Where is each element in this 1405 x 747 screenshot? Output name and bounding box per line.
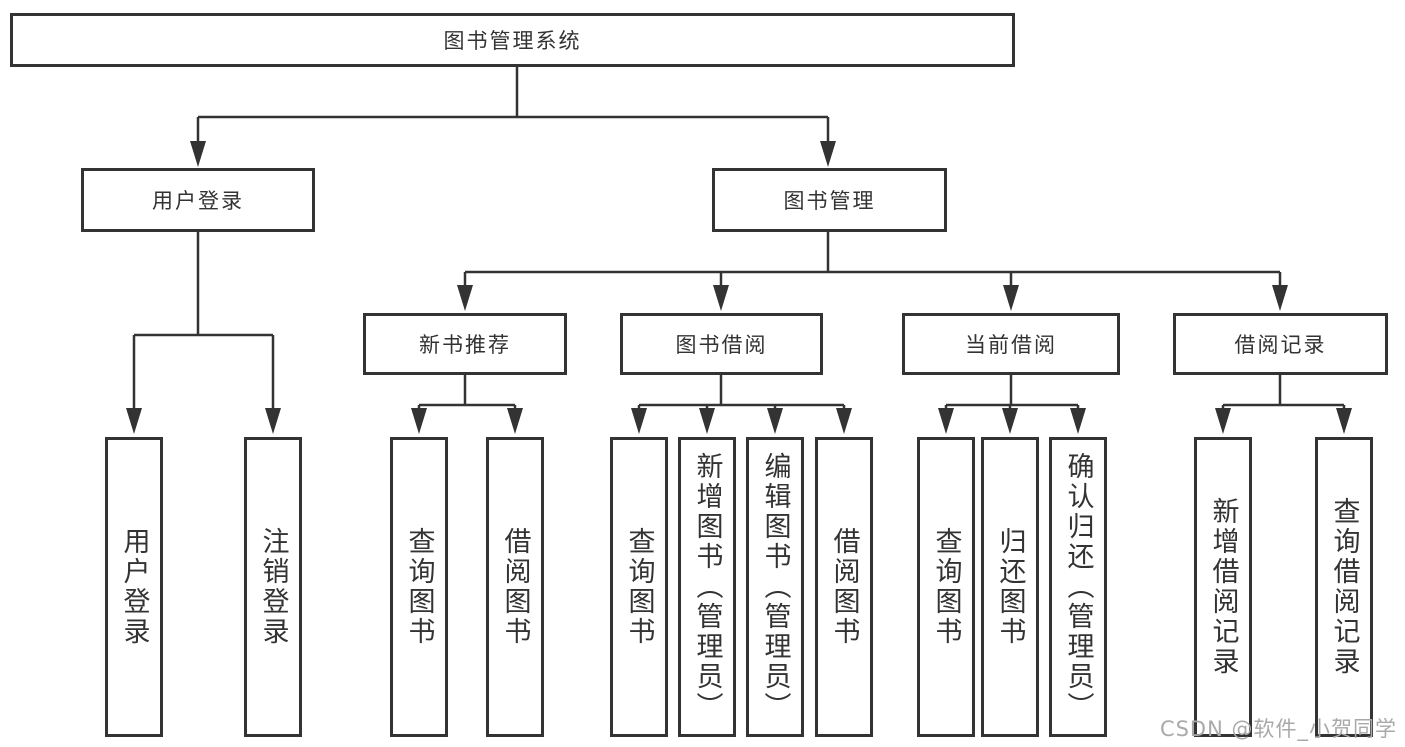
arrowhead	[1215, 408, 1231, 434]
connector-new-book-recommend	[417, 375, 517, 428]
arrowhead	[631, 408, 647, 434]
arrowhead	[938, 408, 954, 434]
arrowhead	[820, 141, 836, 167]
arrowhead	[1070, 408, 1086, 434]
connector-borrow-records	[1221, 375, 1346, 428]
arrowhead	[1272, 285, 1288, 311]
node-leaf-user-login: 用户登录	[105, 437, 163, 737]
arrowhead	[836, 408, 852, 434]
connector-user-login	[132, 232, 275, 428]
arrowhead	[411, 408, 427, 434]
node-leaf-return-books: 归还图书	[981, 437, 1039, 737]
node-system-root: 图书管理系统	[10, 13, 1015, 67]
node-borrow-records: 借阅记录	[1173, 313, 1388, 375]
arrowhead	[265, 408, 281, 434]
connector-book-management	[463, 232, 1282, 306]
arrowhead	[1003, 285, 1019, 311]
node-leaf-query-borrow-record: 查询借阅记录	[1315, 437, 1373, 737]
node-leaf-borrow-books: 借阅图书	[486, 437, 544, 737]
connector-book-borrowing	[637, 375, 846, 428]
node-leaf-add-book-admin: 新增图书（管理员）	[678, 437, 736, 737]
connector-current-borrowing	[944, 375, 1080, 428]
node-book-borrowing: 图书借阅	[620, 313, 823, 375]
node-current-borrowing: 当前借阅	[902, 313, 1120, 375]
node-leaf-query-books: 查询图书	[917, 437, 975, 737]
node-leaf-confirm-return-admin: 确认归还（管理员）	[1049, 437, 1107, 737]
arrowhead	[507, 408, 523, 434]
arrowhead	[126, 408, 142, 434]
node-book-management: 图书管理	[712, 168, 947, 232]
arrowhead	[713, 285, 729, 311]
arrowhead	[1336, 408, 1352, 434]
watermark: CSDN @软件_小贺同学	[1159, 717, 1397, 741]
connector-root	[196, 67, 830, 162]
node-leaf-edit-book-admin: 编辑图书（管理员）	[746, 437, 804, 737]
node-leaf-logout: 注销登录	[244, 437, 302, 737]
arrowhead	[457, 285, 473, 311]
arrowhead	[190, 141, 206, 167]
arrowhead	[699, 408, 715, 434]
node-leaf-add-borrow-record: 新增借阅记录	[1194, 437, 1252, 737]
node-leaf-borrow-books: 借阅图书	[815, 437, 873, 737]
node-leaf-query-books: 查询图书	[610, 437, 668, 737]
node-new-book-recommend: 新书推荐	[363, 313, 567, 375]
arrowhead	[767, 408, 783, 434]
node-user-login: 用户登录	[81, 168, 315, 232]
arrowhead	[1002, 408, 1018, 434]
node-leaf-query-books: 查询图书	[390, 437, 448, 737]
